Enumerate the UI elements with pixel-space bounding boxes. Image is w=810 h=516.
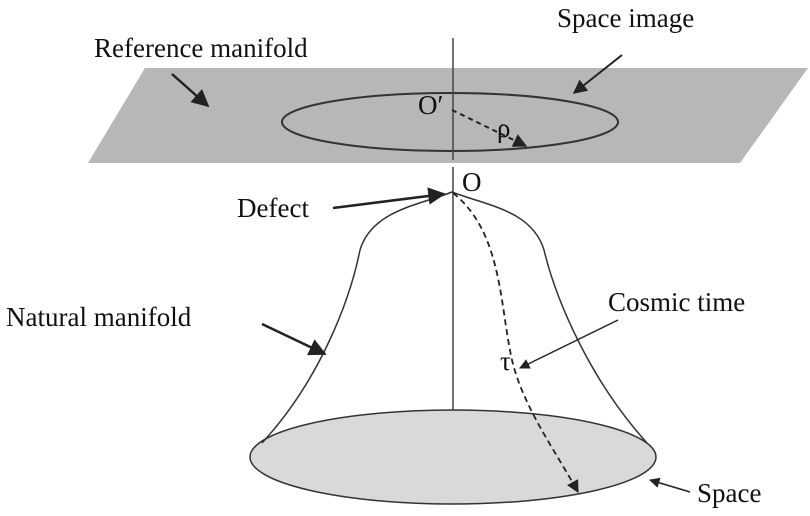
- space-image-label: Space image: [557, 3, 694, 33]
- natural-manifold-surface: [261, 191, 648, 444]
- space-image-ellipse: [281, 92, 619, 152]
- defect-arrow: [332, 187, 446, 210]
- o-prime-label: O′: [418, 90, 443, 120]
- space-arrow: [648, 477, 691, 493]
- cosmic-time-arrow: [519, 319, 619, 369]
- cosmic-time-label: Cosmic time: [608, 287, 745, 317]
- space-ellipse: [249, 409, 657, 505]
- cosmic-time-path: [452, 192, 579, 494]
- reference-plane: [88, 68, 808, 163]
- defect-label: Defect: [237, 193, 309, 223]
- o-label: O: [462, 167, 482, 197]
- reference-manifold-arrow: [171, 73, 210, 108]
- natural-manifold-arrow: [261, 322, 327, 356]
- space-label: Space: [697, 478, 761, 508]
- rho-label: ρ: [497, 113, 510, 143]
- natural-manifold-label: Natural manifold: [6, 302, 192, 332]
- tau-label: τ: [500, 346, 511, 376]
- reference-manifold-label: Reference manifold: [94, 33, 308, 63]
- rho-radius-dashed: [451, 109, 528, 147]
- space-image-arrow: [572, 54, 623, 94]
